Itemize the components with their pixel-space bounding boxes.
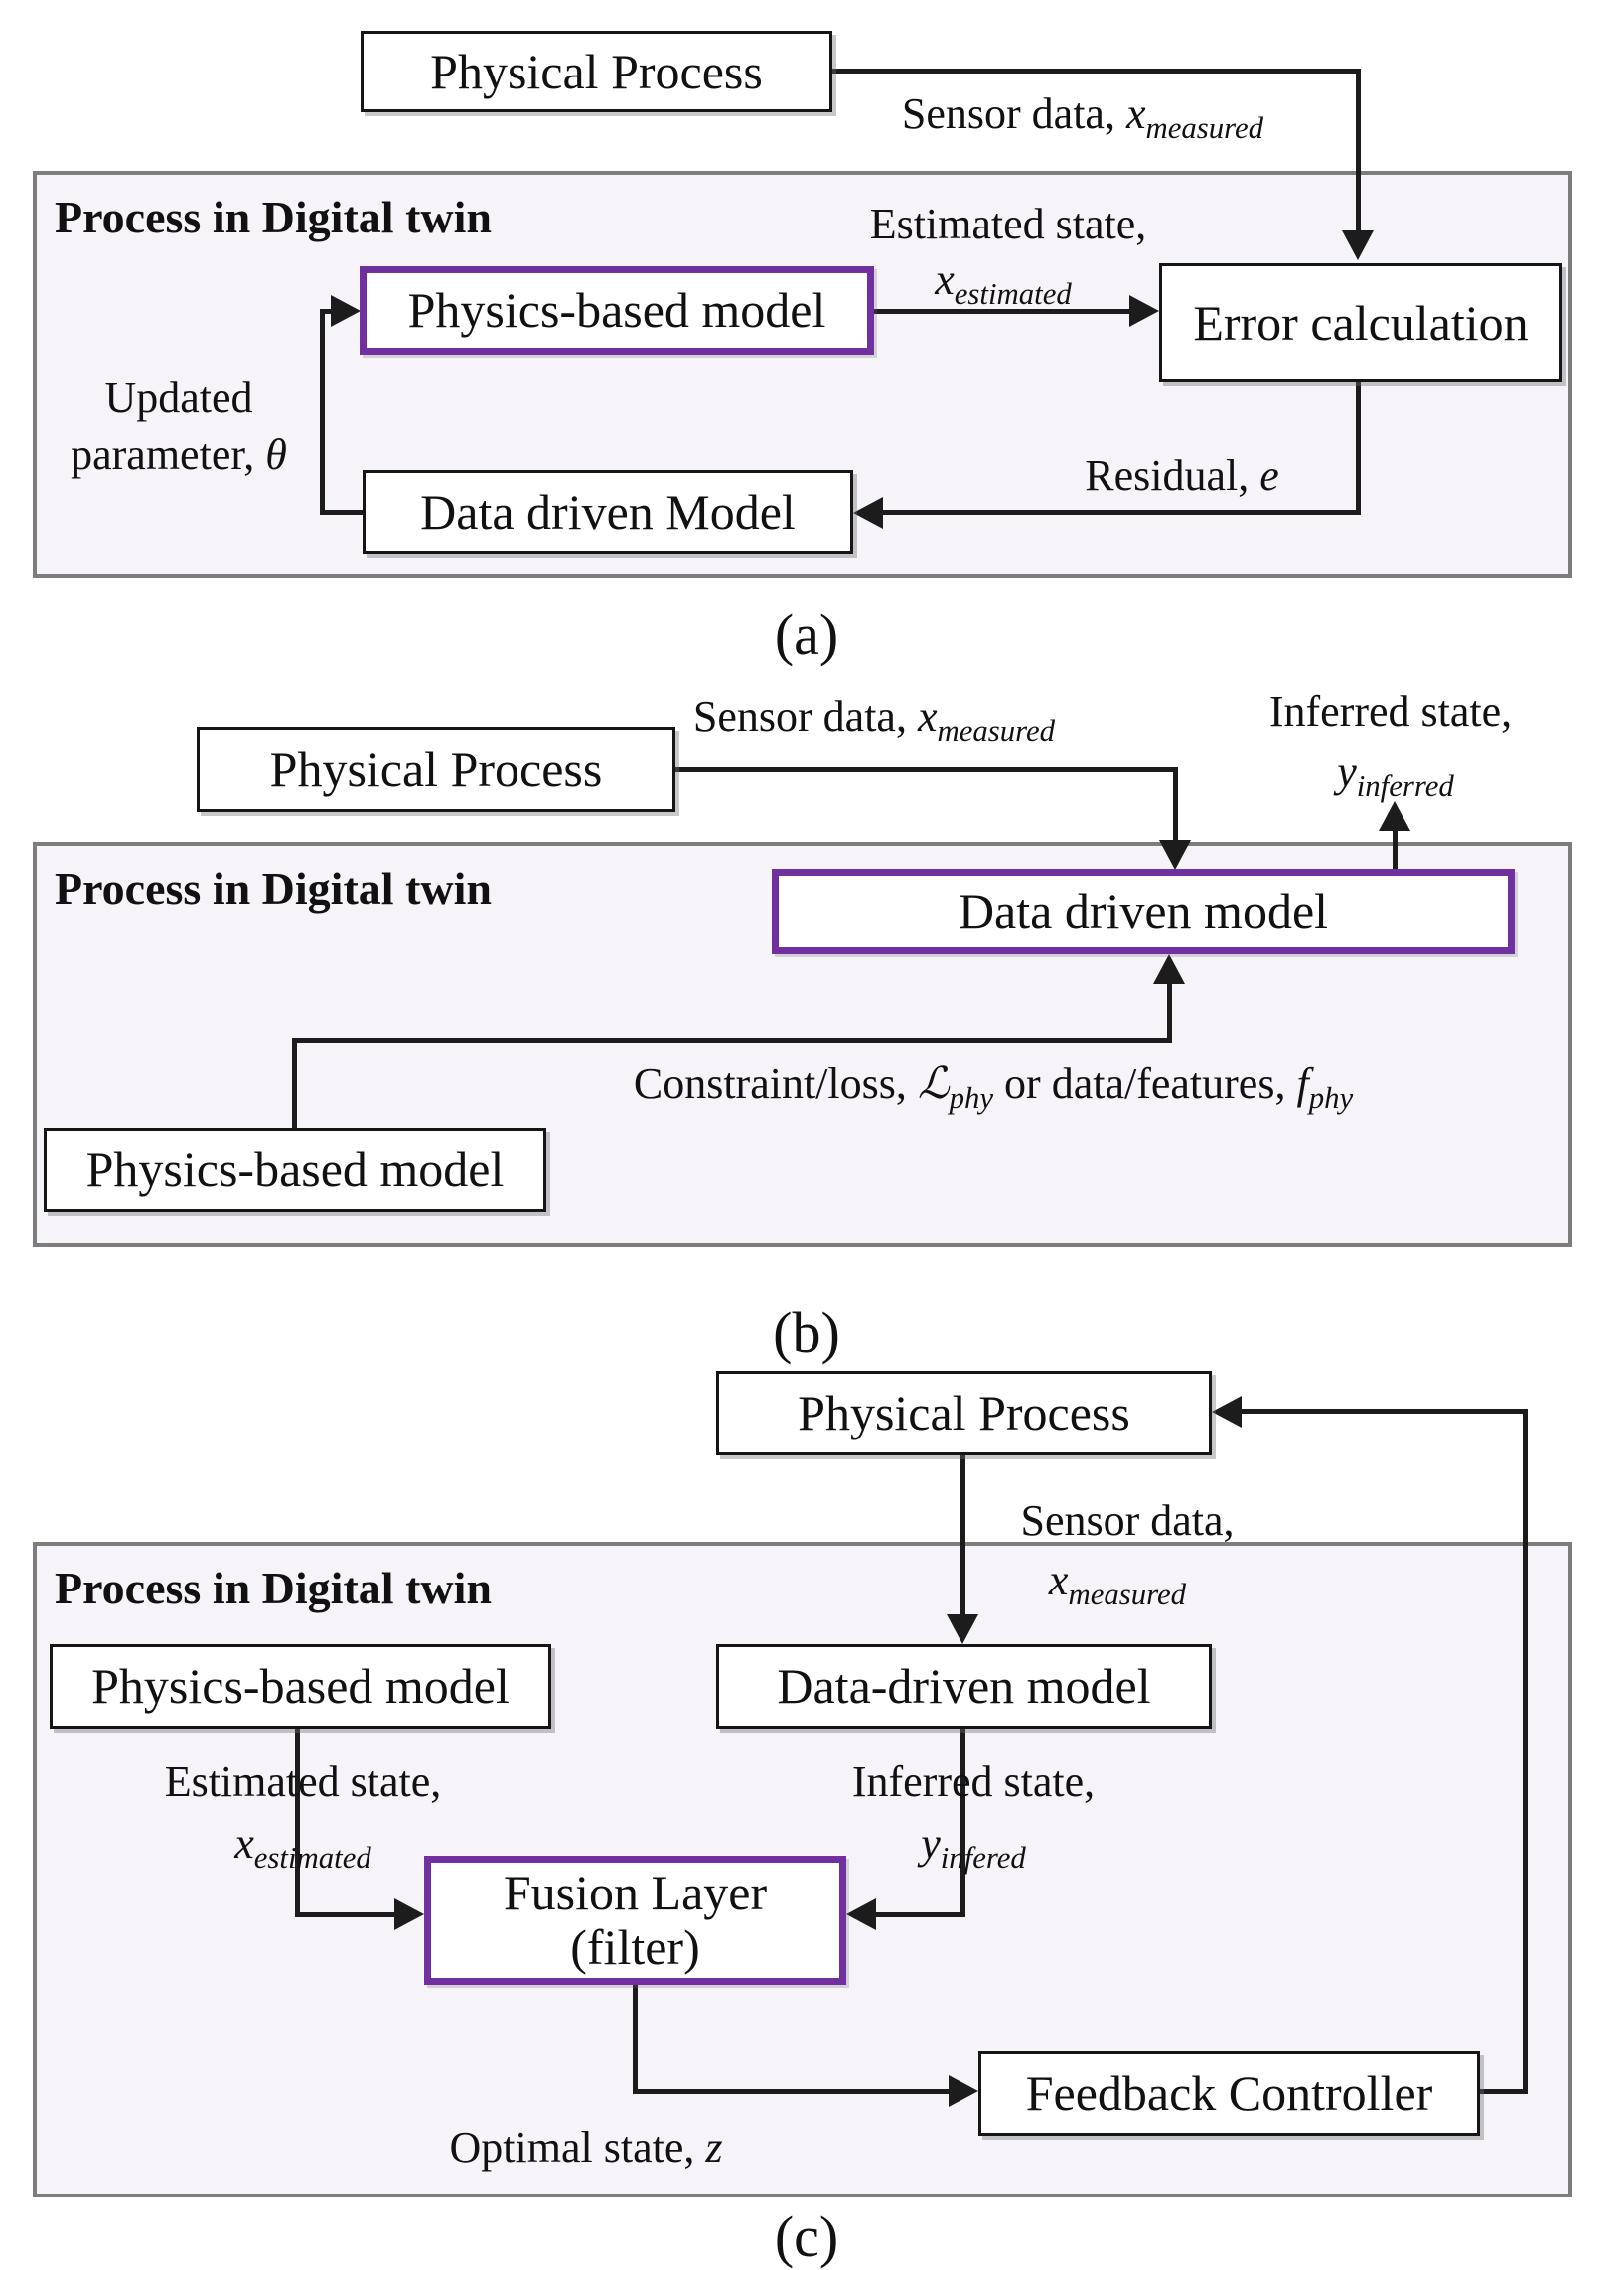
line-residual-vertical [1356, 382, 1361, 515]
label-sensor-data-b: Sensor data, xmeasured [692, 692, 1056, 748]
box-data-driven-model-a-label: Data driven Model [420, 484, 796, 539]
line-optimal-vertical [633, 1985, 638, 2094]
label-y-inferred-b: yinferred [1337, 747, 1454, 803]
box-physics-based-model-b: Physics-based model [44, 1128, 546, 1212]
box-data-driven-model-c: Data-driven model [716, 1644, 1212, 1729]
box-fusion-layer-c-label: Fusion Layer (filter) [503, 1865, 768, 1975]
box-data-driven-model-b: Data driven model [772, 869, 1515, 954]
box-physics-based-model-a-label: Physics-based model [407, 282, 826, 338]
line-optimal-horizontal [633, 2089, 951, 2094]
box-feedback-controller-c: Feedback Controller [978, 2051, 1480, 2136]
arrowhead-theta-right-icon [331, 295, 361, 327]
label-sensor-data-a: Sensor data, xmeasured [901, 89, 1264, 145]
line-sensor-a-horizontal [832, 69, 1361, 74]
line-sensor-b-horizontal [675, 767, 1178, 772]
label-estimated-state-c: Estimated state, [164, 1757, 442, 1806]
panel-a-title: Process in Digital twin [55, 192, 492, 242]
line-residual-horizontal [883, 510, 1361, 515]
label-sensor-data-c: Sensor data, [1020, 1496, 1235, 1545]
box-physics-based-model-c: Physics-based model [50, 1644, 551, 1729]
arrowhead-residual-left-icon [853, 497, 883, 529]
line-inferred-b-vertical [1393, 825, 1398, 869]
box-physical-process-a: Physical Process [361, 31, 832, 112]
line-infered-vertical [960, 1729, 965, 1917]
label-optimal-state-c: Optimal state, z [449, 2123, 723, 2172]
box-feedback-controller-c-label: Feedback Controller [1025, 2065, 1433, 2121]
box-physical-process-c-label: Physical Process [798, 1385, 1130, 1440]
caption-c: (c) [774, 2204, 839, 2269]
box-error-calculation-a-label: Error calculation [1193, 294, 1529, 351]
line-xestimated-arrow [874, 309, 1132, 314]
label-x-estimated-a: xestimated [935, 255, 1072, 311]
arrowhead-sensor-a-down-icon [1342, 230, 1374, 260]
line-feedback-top [1240, 1409, 1528, 1414]
line-constraint-horizontal [292, 1038, 1172, 1043]
arrowhead-feedback-left-icon [1212, 1396, 1242, 1428]
var-x-measured-a: x [1125, 89, 1146, 138]
box-physical-process-b-label: Physical Process [269, 741, 603, 797]
arrowhead-xestimated-right-icon [1129, 295, 1159, 327]
caption-b: (b) [773, 1300, 840, 1365]
box-physics-based-model-a: Physics-based model [360, 266, 874, 355]
box-physical-process-b: Physical Process [197, 727, 675, 812]
arrowhead-inferred-b-up-icon [1379, 801, 1410, 831]
box-fusion-layer-c: Fusion Layer (filter) [424, 1856, 846, 1985]
box-data-driven-model-c-label: Data-driven model [777, 1658, 1151, 1714]
label-x-measured-c: xmeasured [1048, 1556, 1187, 1611]
line-feedback-vertical [1523, 1409, 1528, 2094]
caption-a: (a) [774, 602, 839, 667]
line-feedback-bottom [1480, 2089, 1528, 2094]
arrowhead-constraint-up-icon [1153, 954, 1185, 984]
arrowhead-infered-left-icon [846, 1898, 876, 1930]
line-sensor-b-vertical [1173, 767, 1178, 844]
label-x-estimated-c: xestimated [234, 1819, 371, 1875]
box-physical-process-a-label: Physical Process [430, 43, 763, 99]
line-infered-horizontal [874, 1912, 965, 1917]
line-sensor-c-vertical [960, 1455, 965, 1616]
var-x-measured-b: x [917, 692, 938, 741]
box-data-driven-model-b-label: Data driven model [958, 883, 1329, 939]
line-theta-top [320, 309, 336, 314]
arrowhead-optimal-right-icon [949, 2075, 978, 2107]
label-estimated-state-a: Estimated state, [869, 200, 1147, 248]
line-theta-vertical [320, 309, 325, 515]
arrowhead-estimated-right-icon [394, 1898, 424, 1930]
line-sensor-a-vertical [1356, 69, 1361, 233]
label-updated-parameter-a: Updated parameter, θ [71, 374, 287, 480]
box-physics-based-model-c-label: Physics-based model [91, 1658, 510, 1714]
arrowhead-sensor-b-down-icon [1159, 840, 1191, 870]
box-error-calculation-a: Error calculation [1159, 263, 1562, 382]
label-residual-a: Residual, e [1085, 451, 1279, 500]
line-estimated-horizontal [295, 1912, 397, 1917]
line-estimated-vertical [295, 1729, 300, 1917]
label-inferred-state-b: Inferred state, [1268, 687, 1513, 736]
label-constraint-loss-b: Constraint/loss, ℒphy or data/features, … [633, 1059, 1354, 1115]
box-physics-based-model-b-label: Physics-based model [85, 1141, 505, 1197]
line-constraint-left-vertical [292, 1041, 297, 1128]
line-theta-bottom [320, 510, 363, 515]
arrowhead-sensor-c-down-icon [947, 1614, 978, 1644]
label-y-infered-c: yinfered [921, 1819, 1026, 1875]
box-physical-process-c: Physical Process [716, 1371, 1212, 1455]
panel-c-title: Process in Digital twin [55, 1563, 492, 1613]
panel-b-title: Process in Digital twin [55, 863, 492, 914]
label-inferred-state-c: Inferred state, [851, 1757, 1096, 1806]
box-data-driven-model-a: Data driven Model [363, 470, 853, 554]
line-constraint-right-vertical [1167, 979, 1172, 1041]
